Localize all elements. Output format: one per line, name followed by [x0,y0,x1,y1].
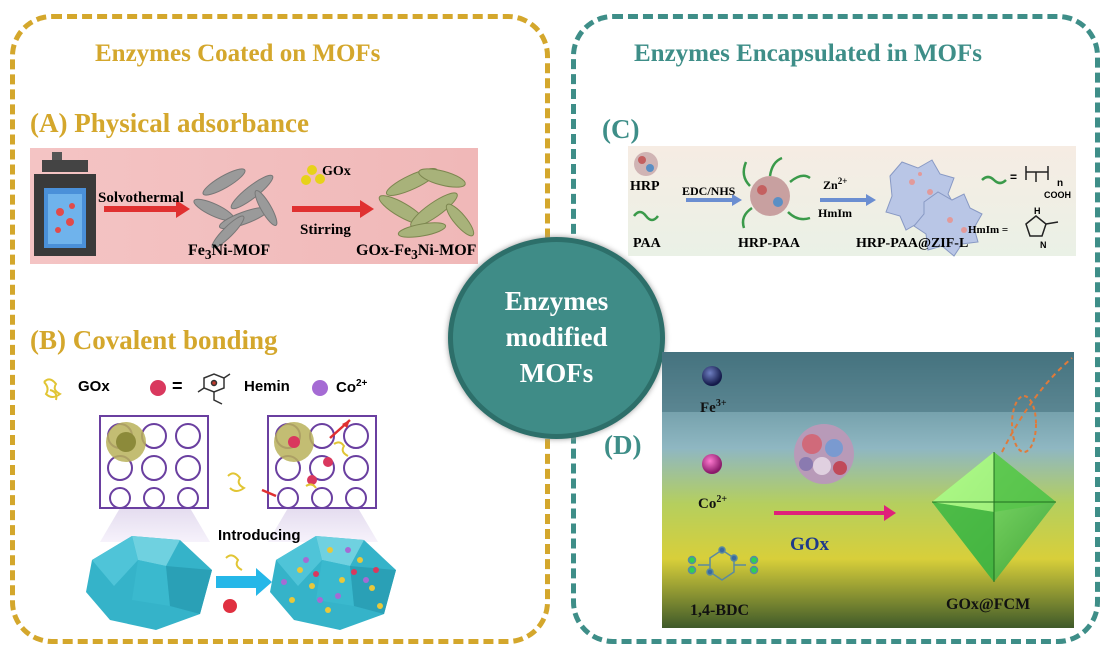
section-c-scheme [628,146,1076,257]
legend-h-label: H [1034,206,1041,216]
fe-ion-label: Fe3+ [700,398,727,416]
center-line-3: MOFs [519,358,594,388]
paa-structure-icon [1025,166,1049,182]
zn-label: Zn2+ [823,176,848,192]
gox-enzyme-3d-icon [794,424,854,484]
center-line-2: modified [505,322,608,352]
stirring-label: Stirring [300,222,351,238]
section-a-scheme [30,148,478,264]
legend-equals: = [172,376,183,396]
introducing-arrow [216,568,272,596]
introducing-label: Introducing [218,527,301,544]
gox-arrow [774,505,896,521]
section-a-title: (A) Physical adsorbance [30,108,309,138]
polyhedron-left-icon [86,536,212,630]
section-c-label: (C) [602,114,640,144]
paa-strand-icon [633,210,659,222]
zif-l-icon [885,159,983,257]
co-ion-icon [702,454,722,474]
zn-hmim-arrow [820,194,876,206]
legend-hemin-label: Hemin [244,378,290,395]
encapsulated-panel-title: Enzymes Encapsulated in MOFs [634,40,982,67]
hrp-paa-zif-l-label: HRP-PAA@ZIF-L [856,236,969,251]
section-b-scheme [86,415,396,630]
stirring-arrow [292,200,374,218]
legend-n-label: n [1057,178,1064,189]
hemin-dot-icon [150,380,166,396]
edc-nhs-label: EDC/NHS [682,184,736,198]
section-d-label: (D) [604,430,642,460]
fe-ion-icon [702,366,722,386]
gox-label: GOx [790,534,830,555]
gox-reagent-label: GOx [322,164,351,179]
bdc-label: 1,4-BDC [690,602,750,619]
fe3ni-mof-icon [193,168,278,249]
legend-equals-c: = [1010,170,1018,184]
legend-gox-label: GOx [78,378,110,395]
center-circle: Enzymes modified MOFs [448,237,665,439]
coated-panel-title: Enzymes Coated on MOFs [95,40,381,67]
gox-enzyme-icon [43,378,62,401]
hrp-label: HRP [630,179,660,194]
solvothermal-label: Solvothermal [98,190,184,206]
fe3ni-mof-label: Fe3Ni-MOF [188,242,271,263]
hrp-icon [634,152,658,176]
legend-n2-label: N [1040,240,1047,250]
hmim-structure-icon [1025,215,1059,237]
polyhedron-right-icon [270,536,396,630]
fcm-octahedron-icon [932,452,1056,582]
gox-fcm-label: GOx@FCM [946,596,1031,613]
gox-fe3ni-mof-label: GOx-Fe3Ni-MOF [356,242,477,263]
hmim-reagent-label: HmIm [818,206,852,220]
bdc-molecule-icon [687,546,759,581]
hrp-paa-label: HRP-PAA [738,236,800,251]
co-ion-label: Co2+ [698,494,728,512]
edc-nhs-arrow [686,194,742,206]
gox-mof-icon [378,168,475,238]
legend-strand-icon [981,175,1007,185]
legend-hmim-label: HmIm = [968,224,1009,236]
legend-cooh-label: COOH [1044,190,1071,200]
paa-label: PAA [633,236,661,251]
center-line-1: Enzymes [504,286,609,316]
section-b-title: (B) Covalent bonding [30,325,278,355]
section-b-legend-icons [43,373,328,405]
solvothermal-arrow [104,200,190,218]
hrp-paa-icon [741,156,811,229]
hemin-molecule-icon [197,373,231,405]
autoclave-icon [34,152,96,256]
legend-co-label: Co2+ [336,378,368,396]
gox-dots-icon [301,165,325,185]
free-gox-icon [227,472,246,492]
cobalt-dot-icon [312,380,328,396]
section-d-scheme [662,352,1074,628]
